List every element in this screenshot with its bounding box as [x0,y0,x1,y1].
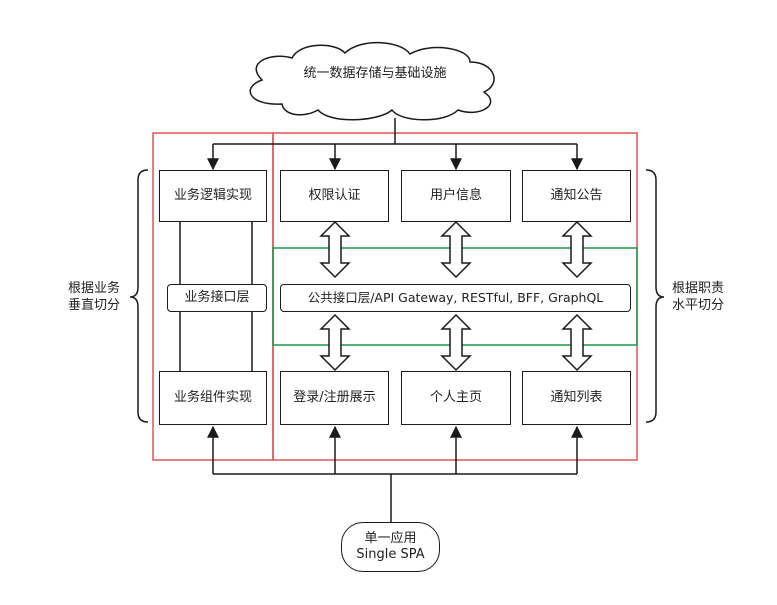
right-brace [645,169,665,423]
notice-list-box[interactable]: 通知列表 [522,371,631,425]
public-interface-box[interactable]: 公共接口层/API Gateway, RESTful, BFF, GraphQL [280,284,631,312]
business-logic-box[interactable]: 业务逻辑实现 [159,170,267,222]
double-arrow-user-upper [440,220,472,279]
cloud-shape [249,41,495,121]
vertical-split-label: 根据业务 垂直切分 [67,281,120,313]
double-arrow-auth-lower [319,313,351,372]
single-spa-app[interactable]: 单一应用 Single SPA [341,522,440,572]
horizontal-split-label: 根据职责 水平切分 [671,281,724,313]
notice-label: 通知公告 [550,188,603,203]
business-interface-label: 业务接口层 [184,290,250,305]
auth-label: 权限认证 [308,188,361,203]
double-arrow-notice-upper [561,220,593,279]
user-info-label: 用户信息 [429,188,482,203]
login-view-label: 登录/注册展示 [293,390,376,405]
double-arrow-auth-upper [319,220,351,279]
double-arrow-notice-lower [561,313,593,372]
auth-box[interactable]: 权限认证 [280,170,389,222]
app-label-line2: Single SPA [356,547,425,562]
business-logic-label: 业务逻辑实现 [173,188,252,203]
notice-box[interactable]: 通知公告 [522,170,631,222]
left-brace [129,169,149,423]
login-view-box[interactable]: 登录/注册展示 [280,371,389,425]
business-interface-box[interactable]: 业务接口层 [167,284,267,312]
home-page-label: 个人主页 [429,390,482,405]
public-interface-label: 公共接口层/API Gateway, RESTful, BFF, GraphQL [307,290,604,305]
user-info-box[interactable]: 用户信息 [401,170,511,222]
cloud-label: 统一数据存储与基础设施 [303,66,447,81]
notice-list-label: 通知列表 [550,390,603,405]
double-arrow-user-lower [440,313,472,372]
app-label-line1: 单一应用 [364,531,417,546]
business-components-label: 业务组件实现 [173,390,252,405]
home-page-box[interactable]: 个人主页 [401,371,511,425]
business-components-box[interactable]: 业务组件实现 [159,371,267,425]
